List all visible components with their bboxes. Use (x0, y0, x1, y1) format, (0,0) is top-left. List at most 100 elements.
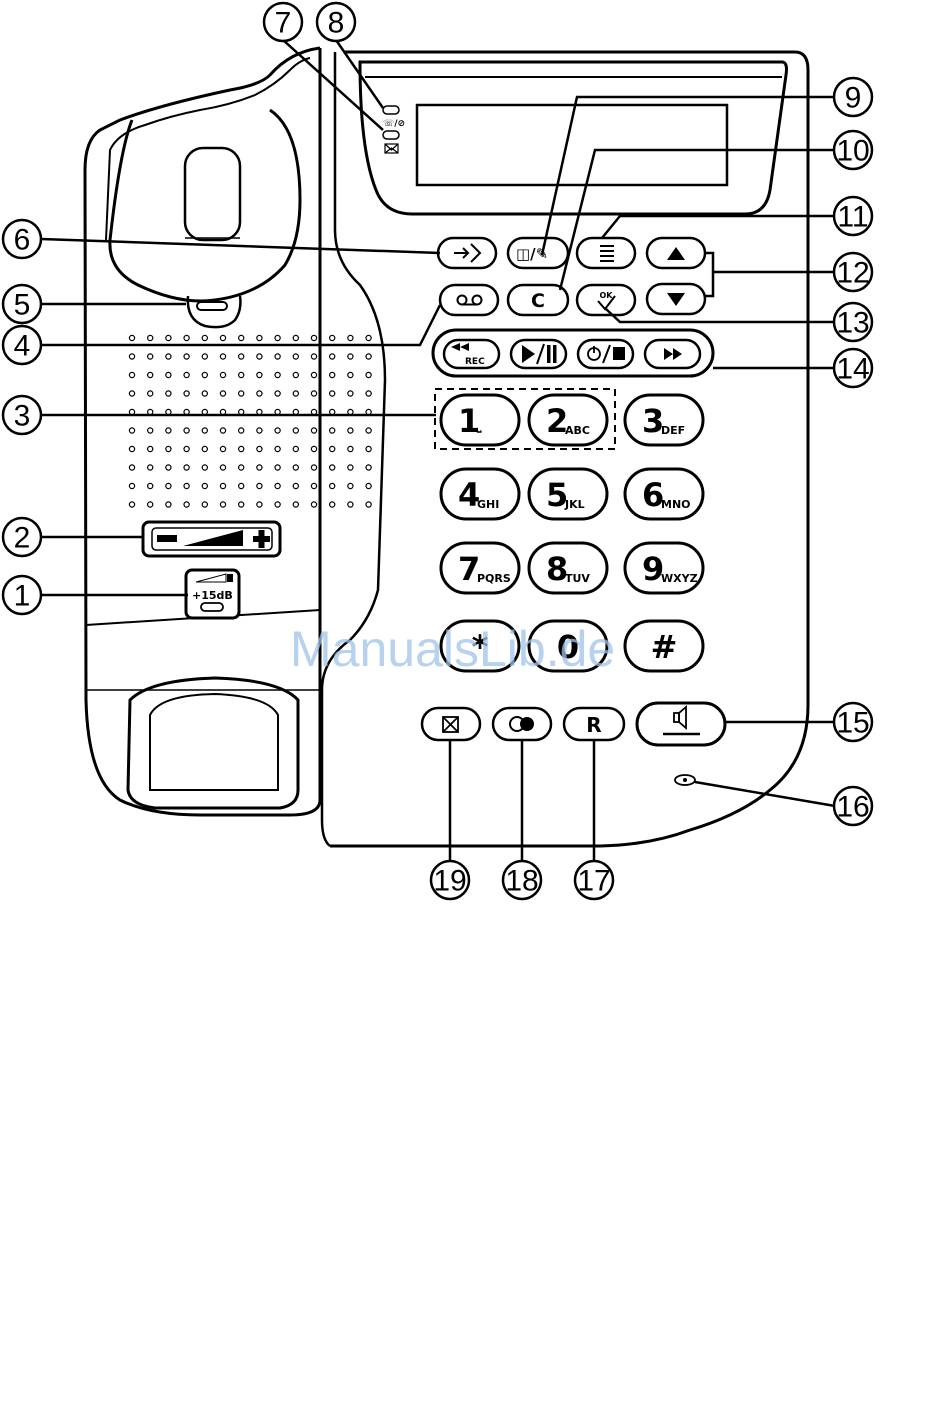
key-letters: GHI (477, 498, 499, 511)
rec-label: REC (465, 357, 485, 367)
grille-hole (348, 354, 353, 359)
grille-hole (202, 465, 207, 470)
grille-hole (348, 372, 353, 377)
redial-button[interactable] (438, 238, 496, 268)
down-button[interactable] (647, 284, 705, 314)
grille-hole (129, 354, 134, 359)
key-hash[interactable]: # (625, 621, 703, 671)
callout-number: 6 (14, 224, 31, 257)
grille-hole (148, 391, 153, 396)
recall-label: R (586, 713, 601, 737)
key-letters: DEF (661, 424, 685, 437)
grille-hole (257, 502, 262, 507)
grille-hole (275, 354, 280, 359)
grille-hole (275, 483, 280, 488)
grille-hole (293, 372, 298, 377)
grille-hole (184, 465, 189, 470)
callout-17: 17 (575, 861, 613, 899)
grille-hole (129, 372, 134, 377)
grille-hole (293, 391, 298, 396)
fast-forward-button[interactable] (645, 340, 700, 368)
handset-volume-control[interactable] (143, 522, 280, 556)
grille-hole (366, 502, 371, 507)
conference-button[interactable] (493, 708, 551, 740)
callout-number: 14 (836, 353, 869, 386)
grille-hole (220, 446, 225, 451)
grille-hole (311, 391, 316, 396)
grille-hole (148, 465, 153, 470)
grille-hole (202, 372, 207, 377)
up-button[interactable] (647, 238, 705, 268)
key-letters: WXYZ (661, 572, 698, 585)
grille-hole (202, 502, 207, 507)
callout-number: 11 (837, 201, 868, 234)
key-1[interactable]: 1⎵ (441, 395, 519, 445)
message-led-icon (385, 144, 398, 153)
grille-hole (184, 354, 189, 359)
grille-hole (293, 335, 298, 340)
callout-5: 5 (3, 285, 41, 323)
grille-hole (330, 483, 335, 488)
grille-hole (166, 483, 171, 488)
grille-hole (148, 428, 153, 433)
grille-hole (239, 335, 244, 340)
volume-boost-switch[interactable]: +15dB (186, 570, 239, 618)
grille-hole (166, 428, 171, 433)
rewind-record-button[interactable]: REC (444, 340, 499, 368)
play-pause-button[interactable] (511, 340, 566, 368)
key-letters: TUV (565, 572, 590, 585)
grille-hole (330, 428, 335, 433)
callout-18: 18 (503, 861, 541, 899)
grille-hole (348, 428, 353, 433)
grille-hole (220, 428, 225, 433)
grille-hole (366, 372, 371, 377)
grille-hole (257, 372, 262, 377)
grille-hole (202, 391, 207, 396)
microphone (675, 775, 695, 785)
grille-hole (166, 391, 171, 396)
callout-1: 1 (3, 576, 41, 614)
grille-hole (275, 391, 280, 396)
grille-hole (202, 428, 207, 433)
power-stop-button[interactable] (578, 340, 633, 368)
grille-hole (311, 465, 316, 470)
grille-hole (257, 465, 262, 470)
callout-number: 18 (505, 865, 538, 898)
grille-hole (348, 446, 353, 451)
grille-hole (293, 354, 298, 359)
key-letters: JKL (564, 498, 585, 511)
grille-hole (166, 465, 171, 470)
mute-button[interactable] (422, 708, 480, 740)
phonebook-button[interactable]: ◫/✎ (508, 238, 568, 268)
grille-hole (311, 335, 316, 340)
volume-boost-label: +15dB (192, 589, 233, 602)
answering-machine-button[interactable] (440, 285, 498, 315)
grille-hole (148, 372, 153, 377)
ok-label: OK (600, 291, 614, 300)
grille-hole (275, 428, 280, 433)
speakerphone-button[interactable] (637, 703, 725, 745)
recall-button[interactable]: R (564, 708, 624, 740)
grille-hole (129, 391, 134, 396)
grille-hole (348, 335, 353, 340)
grille-hole (348, 502, 353, 507)
grille-hole (330, 354, 335, 359)
grille-hole (366, 483, 371, 488)
grille-hole (148, 502, 153, 507)
led-message (383, 131, 399, 153)
grille-hole (348, 391, 353, 396)
grille-hole (129, 483, 134, 488)
grille-hole (166, 502, 171, 507)
menu-button[interactable] (577, 238, 635, 268)
key-letters: ⎵ (476, 420, 482, 434)
grille-hole (293, 446, 298, 451)
grille-hole (166, 372, 171, 377)
